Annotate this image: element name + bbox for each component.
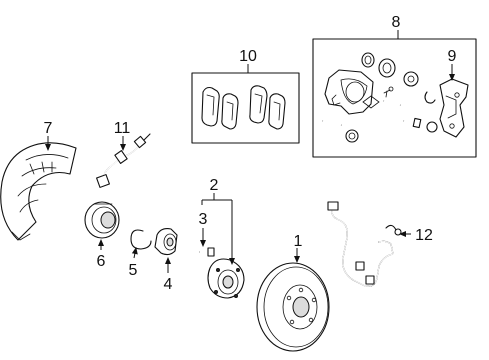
bleeder-screw [383, 86, 394, 98]
wheel-bearing [84, 201, 120, 239]
brake-hose [96, 133, 151, 188]
caliper-piston [378, 58, 396, 78]
caliper-housing [324, 69, 380, 115]
callout-4: 4 [164, 276, 173, 293]
brake-pad-outer-right [268, 93, 286, 130]
callout-12: 12 [415, 227, 433, 244]
brake-pad-inner-left [221, 93, 239, 130]
caliper-bushing [345, 129, 359, 143]
abs-wheel-speed-sensor [327, 201, 402, 287]
bearing-snap-ring [130, 229, 152, 250]
retaining-clip-upper [424, 91, 436, 104]
leader-lines [45, 30, 455, 273]
guide-pin-lower [322, 120, 342, 126]
callout-8: 8 [392, 14, 401, 31]
hub-bolt [199, 247, 215, 257]
caliper-assembly [312, 38, 477, 158]
piston-boot [403, 71, 419, 87]
brake-rotor [256, 262, 330, 352]
callout-7: 7 [44, 120, 53, 137]
leader-2 [201, 193, 233, 262]
caliper-mounting-bracket [439, 78, 469, 138]
piston-seal [361, 52, 375, 68]
callout-2: 2 [210, 177, 219, 194]
brake-dust-shield [0, 142, 77, 241]
wheel-hub [207, 258, 245, 299]
callout-9: 9 [448, 48, 457, 65]
guide-pin-upper [383, 100, 401, 106]
callout-10: 10 [239, 48, 257, 65]
caliper-group-box [312, 38, 477, 158]
callout-labels: 8 9 10 7 11 2 3 1 12 6 5 4 [44, 14, 457, 293]
slide-pin-boot [426, 121, 438, 133]
callout-1: 1 [294, 233, 303, 250]
brake-pad-outer-left [201, 86, 220, 127]
brake-pad-inner-right [249, 85, 268, 124]
callout-11: 11 [114, 120, 131, 137]
callout-5: 5 [129, 262, 138, 279]
axle-hub-seal [154, 228, 178, 256]
leader-5 [131, 247, 138, 259]
brake-pad-group-box [191, 72, 300, 144]
callout-6: 6 [97, 253, 106, 270]
caliper-bolt-lower [403, 117, 422, 129]
brake-pad-set [191, 72, 300, 144]
callout-3: 3 [199, 211, 208, 228]
